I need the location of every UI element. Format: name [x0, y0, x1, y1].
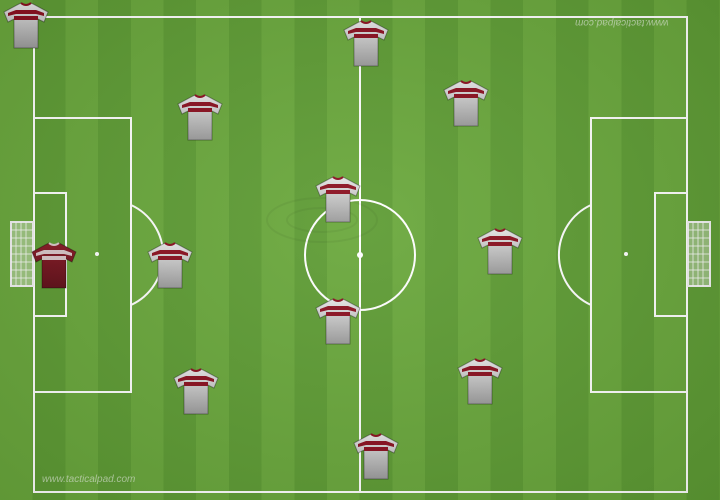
- right-goal-area: [654, 192, 688, 317]
- watermark-top: www.tacticalpad.com: [575, 17, 669, 28]
- player-shirt-icon[interactable]: [350, 431, 402, 483]
- player-shirt-icon[interactable]: [312, 296, 364, 348]
- left-goal-net: [10, 221, 34, 287]
- right-goal-net: [687, 221, 711, 287]
- player-shirt-icon[interactable]: [312, 174, 364, 226]
- player-shirt-icon[interactable]: [440, 78, 492, 130]
- right-penalty-area: [590, 117, 688, 393]
- right-penalty-spot: [624, 252, 628, 256]
- player-shirt-icon[interactable]: [0, 0, 52, 52]
- centre-logo-watermark: [266, 197, 378, 243]
- player-shirt-icon[interactable]: [474, 226, 526, 278]
- player-shirt-icon[interactable]: [174, 92, 226, 144]
- player-shirt-icon[interactable]: [170, 366, 222, 418]
- centre-circle: [304, 199, 416, 311]
- right-penalty-arc: [557, 204, 592, 306]
- watermark-bottom: www.tacticalpad.com: [42, 474, 136, 485]
- player-shirt-icon[interactable]: [454, 356, 506, 408]
- player-shirt-icon[interactable]: [144, 240, 196, 292]
- centre-spot: [357, 252, 363, 258]
- goalkeeper-shirt-icon[interactable]: [28, 240, 80, 292]
- player-shirt-icon[interactable]: [340, 18, 392, 70]
- left-penalty-spot: [95, 252, 99, 256]
